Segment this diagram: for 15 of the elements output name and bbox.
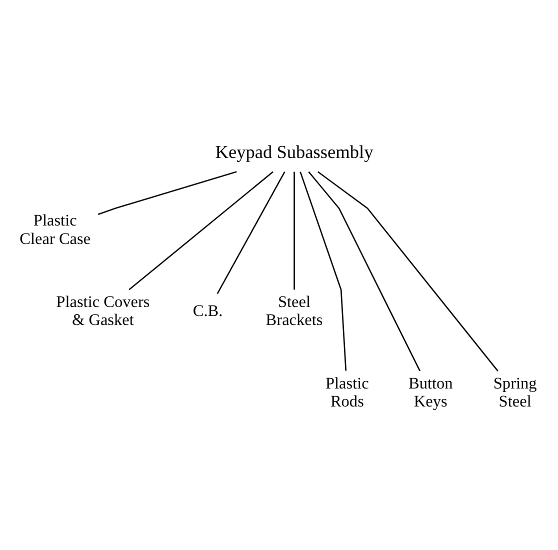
connector [294,171,295,290]
connector [317,170,498,371]
node-text: Button Keys [408,372,453,410]
connector [308,170,421,371]
connector [98,170,237,215]
node-text: Plastic Rods [325,372,369,410]
connector [128,170,274,290]
connector [216,170,286,294]
node-text: Keypad Subassembly [215,141,374,162]
node-text: Plastic Clear Case [20,210,91,248]
connector [300,171,347,370]
node-text: Plastic Covers & Gasket [56,291,150,329]
node-text: Spring Steel [493,372,537,410]
node-text: Steel Brackets [266,291,323,329]
node-text: C.B. [192,300,223,320]
